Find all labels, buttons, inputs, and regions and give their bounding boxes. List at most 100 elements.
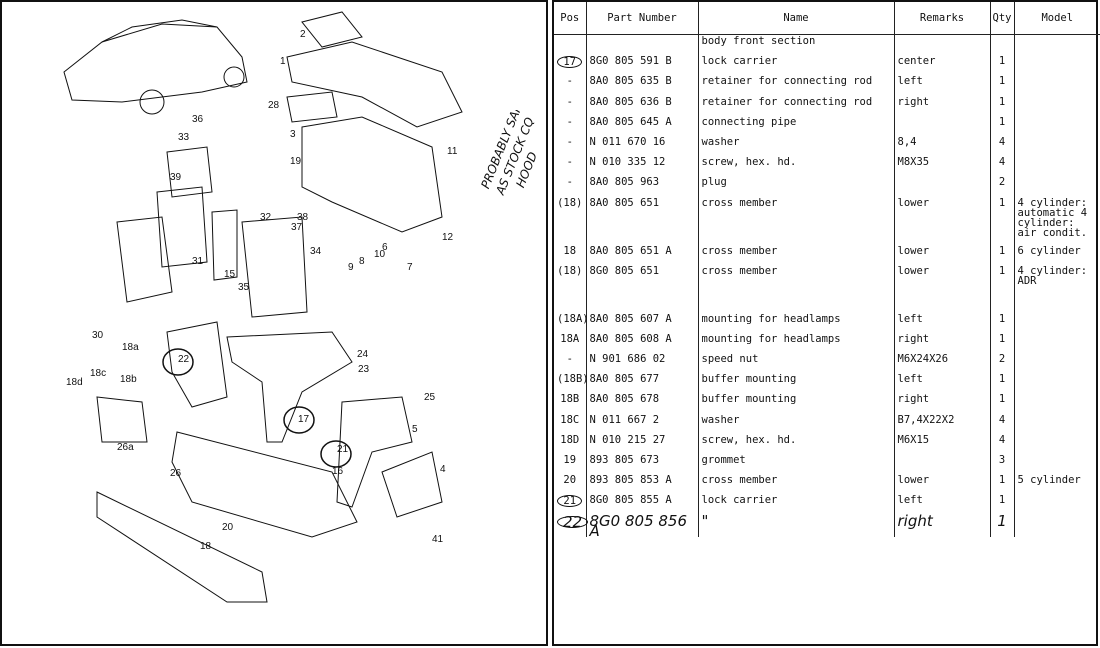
cell-rem: lower (894, 474, 991, 495)
col-qty: Qty (990, 2, 1015, 35)
cell-qty: 1 (990, 332, 1015, 354)
cell-qty: 2 (990, 353, 1015, 374)
cell-model (1014, 373, 1100, 393)
cell-rem: right (894, 393, 991, 414)
callout-6: 6 (382, 242, 388, 253)
callout-17: 17 (298, 414, 310, 425)
callout-41: 41 (432, 534, 444, 545)
cell-pos: - (554, 135, 587, 157)
cell-model: 4 cylinder: ADR (1017, 264, 1088, 287)
callout-20: 20 (222, 522, 234, 533)
parts-diagram-svg: 1234567891011121516171818a18b18c18d19202… (63, 11, 463, 603)
cell-pn: 8A0 805 963 (586, 176, 699, 197)
col-model: Model (1014, 2, 1100, 35)
cell-pn: 893 805 673 (586, 454, 699, 475)
cell-name: buffer mounting (698, 393, 895, 414)
callout-18d: 18d (66, 377, 83, 388)
callout-26: 26 (170, 468, 182, 479)
cell-pn (586, 34, 699, 56)
cell-pos: (18A) (554, 312, 589, 333)
callout-12: 12 (442, 232, 454, 243)
cell-name: plug (698, 176, 895, 197)
cell-pn: 8A0 805 651 (586, 196, 699, 245)
callout-3: 3 (290, 129, 296, 140)
callout-34: 34 (310, 246, 322, 257)
cell-pos: 18 (554, 244, 587, 265)
cell-pn: N 901 686 02 (586, 353, 699, 374)
cell-rem: right (894, 332, 991, 354)
cell-rem: lower (894, 244, 991, 265)
cell-model (1014, 313, 1100, 333)
cell-name: grommet (698, 454, 895, 475)
cell-rem (894, 454, 991, 475)
cell-rem: lower (894, 264, 991, 313)
cell-pn: N 011 670 16 (586, 135, 699, 157)
callout-21: 21 (337, 444, 349, 455)
callout-35: 35 (238, 282, 250, 293)
cell-model (1014, 136, 1100, 156)
callout-22: 22 (178, 354, 190, 365)
col-remarks: Remarks (894, 2, 991, 35)
lock-carrier-22 (166, 321, 228, 408)
col-part-number: Part Number (586, 2, 699, 35)
cell-qty: 1 (990, 95, 1015, 116)
cell-name: speed nut (698, 353, 895, 374)
cell-qty: 1 (990, 115, 1015, 136)
cell-name: " (698, 513, 895, 537)
cell-pos: 20 (554, 474, 587, 495)
cell-pn: 8A0 805 636 B (586, 95, 699, 116)
cell-pn: 8A0 805 608 A (586, 332, 699, 354)
lock-carrier-21 (336, 396, 413, 508)
cell-rem (894, 176, 991, 197)
callout-33: 33 (178, 132, 190, 143)
cell-qty: 2 (990, 176, 1015, 197)
cell-pn: N 011 667 2 (586, 413, 699, 434)
callout-10: 10 (374, 249, 386, 260)
cell-rem: right (894, 513, 991, 537)
cell-model (1014, 75, 1100, 95)
cell-rem: left (894, 494, 991, 515)
callout-25: 25 (424, 392, 436, 403)
cell-pn: 8G0 805 591 B (586, 55, 699, 76)
cell-model: 4 cylinder: automatic 4 cylinder: air co… (1017, 196, 1088, 239)
callout-7: 7 (407, 262, 413, 273)
cell-pn: 8A0 805 635 B (586, 75, 699, 96)
cell-qty: 1 (990, 373, 1015, 394)
cell-rem: right (894, 95, 991, 116)
cell-pn: 8G0 805 651 (586, 264, 699, 313)
cell-pos: - (554, 115, 587, 136)
cell-qty: 1 (990, 196, 1015, 245)
cell-model (1014, 35, 1100, 56)
parts-table: Pos Part Number Name Remarks Qty Model b… (554, 2, 1100, 538)
cell-name: washer (698, 413, 895, 434)
callout-31: 31 (192, 256, 204, 267)
cell-qty: 1 (990, 474, 1015, 495)
cell-pos (554, 34, 587, 56)
cell-pos: 18D (554, 433, 587, 454)
cell-model: 6 cylinder (1017, 244, 1081, 257)
cell-name: cross member (698, 474, 895, 495)
body-front-section (301, 116, 443, 233)
callout-9: 9 (348, 262, 354, 273)
cell-pos: 17 (554, 55, 587, 76)
cell-pn: 893 805 853 A (586, 474, 699, 495)
cell-pos: 19 (554, 454, 587, 475)
callout-18a: 18a (122, 342, 139, 353)
callout-8: 8 (359, 256, 365, 267)
cell-rem: B7,4X22X2 (894, 413, 991, 434)
cell-name: retainer for connecting rod (698, 95, 895, 116)
cell-rem: M6X24X26 (894, 353, 991, 374)
cell-qty: 4 (990, 413, 1015, 434)
cell-name: cross member (698, 264, 895, 313)
